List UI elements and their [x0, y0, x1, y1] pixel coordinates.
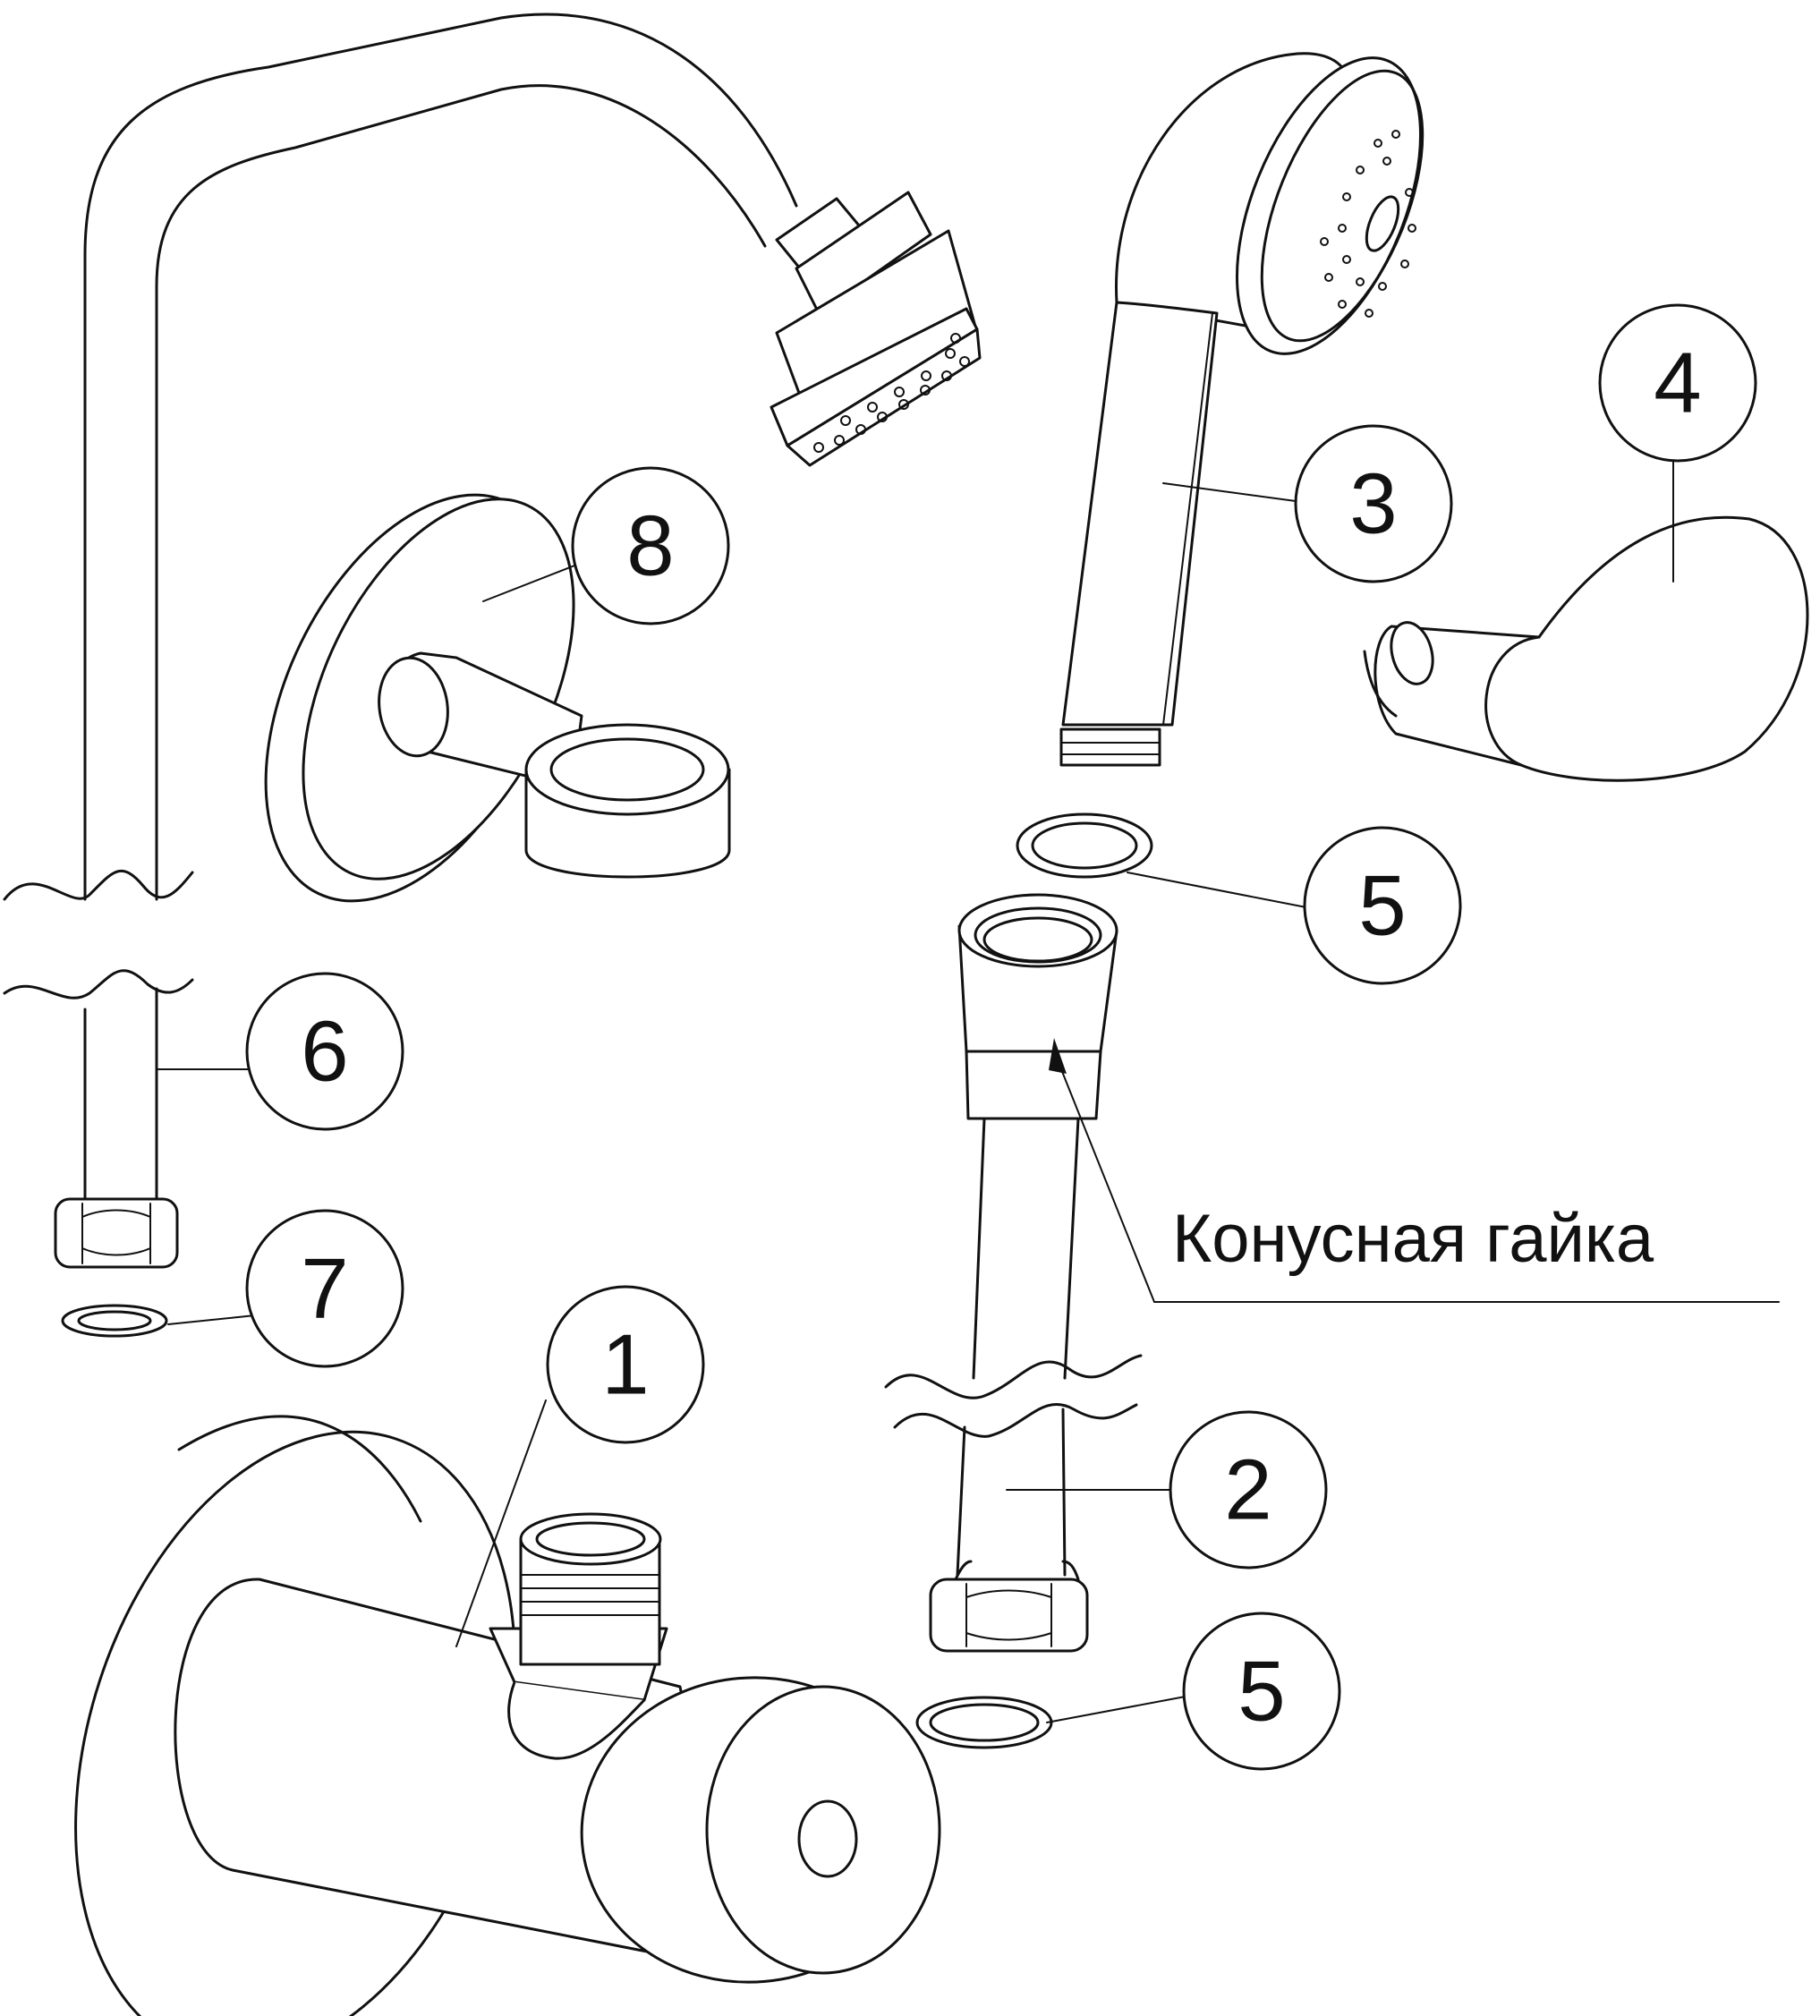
callout-5-bottom: 5	[1182, 1612, 1341, 1771]
shower-hose-2	[884, 893, 1173, 1577]
leader-8	[482, 558, 591, 602]
leader-3	[1162, 482, 1297, 502]
shower-pipe-bottom	[3, 969, 251, 1201]
svg-text:5: 5	[1237, 1644, 1285, 1740]
leader-1	[455, 1399, 547, 1647]
washer-5-bottom	[915, 1695, 1191, 1749]
svg-text:7: 7	[301, 1241, 348, 1337]
callout-5-top: 5	[1303, 826, 1462, 985]
shower-holder-4	[1363, 451, 1809, 782]
callout-7: 7	[245, 1209, 404, 1368]
shower-pipe-top	[3, 13, 798, 901]
hex-nut-6	[54, 1197, 179, 1269]
cone-nut-annotation: Конусная гайка	[1049, 1038, 1780, 1303]
shower-head-nozzles	[813, 333, 970, 453]
hose-hex-nut	[929, 1560, 1089, 1653]
svg-text:1: 1	[601, 1317, 649, 1413]
svg-text:3: 3	[1349, 456, 1397, 552]
callout-1: 1	[546, 1285, 705, 1444]
leader-5-top	[1127, 872, 1312, 909]
svg-text:6: 6	[301, 1004, 348, 1100]
hand-shower-3	[1059, 52, 1425, 767]
hand-shower-nozzles	[1320, 130, 1416, 318]
leader-5-bottom	[1046, 1695, 1191, 1723]
callout-4: 4	[1598, 303, 1757, 463]
callout-2: 2	[1169, 1410, 1328, 1569]
callout-8: 8	[571, 466, 730, 625]
washer-5-top	[1016, 812, 1312, 909]
svg-text:8: 8	[626, 498, 674, 594]
washer-7	[61, 1304, 256, 1338]
svg-text:5: 5	[1358, 858, 1406, 954]
callout-6: 6	[245, 972, 404, 1131]
wall-bracket-8	[264, 493, 731, 903]
leader-7	[167, 1314, 256, 1325]
cone-nut-leader	[1053, 1051, 1155, 1303]
svg-text:4: 4	[1654, 336, 1701, 431]
overhead-shower-head	[770, 191, 982, 467]
valve-thread	[520, 1574, 660, 1616]
cone-nut-label: Конусная гайка	[1172, 1201, 1654, 1277]
callout-3: 3	[1294, 424, 1453, 583]
svg-text:2: 2	[1224, 1442, 1271, 1538]
cone-nut-arrowhead	[1049, 1038, 1067, 1074]
angle-valve-1	[74, 1399, 941, 2016]
